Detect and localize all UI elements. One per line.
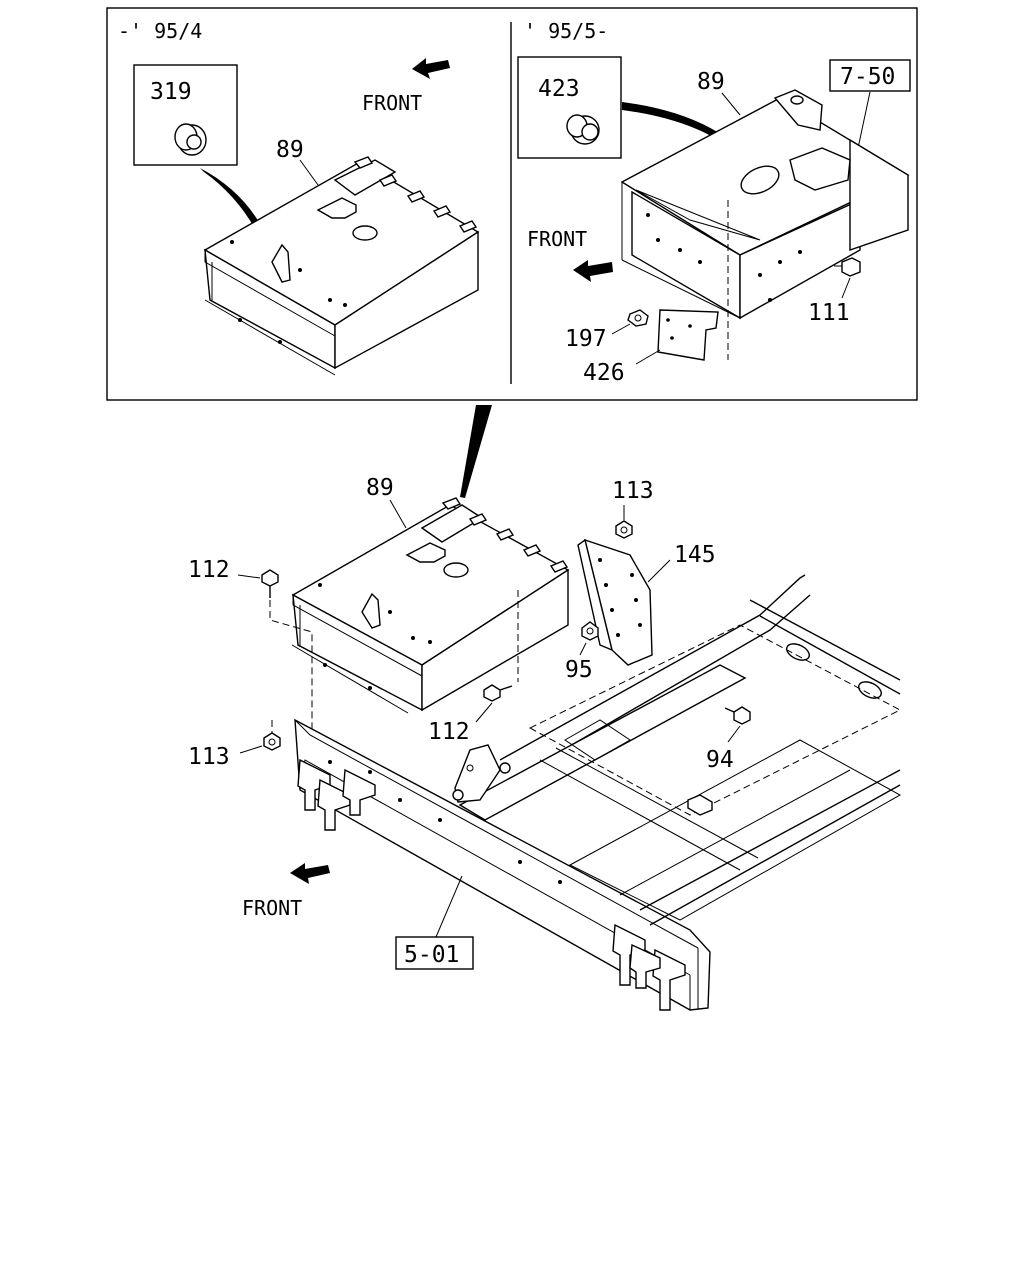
grommet-icon bbox=[566, 114, 600, 145]
leader-113-left bbox=[239, 745, 263, 754]
plate-icon bbox=[657, 309, 719, 361]
period-label-left: -' 95/4 bbox=[118, 19, 202, 43]
part-label-89-right: 89 bbox=[697, 69, 725, 95]
bracket-145 bbox=[577, 538, 653, 666]
part-label-113-left: 113 bbox=[188, 744, 230, 770]
leader-111 bbox=[841, 277, 851, 299]
detail-box-319 bbox=[133, 64, 238, 166]
bolt-icon bbox=[724, 706, 751, 725]
part-label-89-left: 89 bbox=[276, 137, 304, 163]
leader-89-left bbox=[299, 159, 319, 186]
part-label-94: 94 bbox=[706, 747, 734, 773]
leader-5-01 bbox=[435, 875, 463, 938]
battery-box-right bbox=[620, 89, 910, 320]
ref-label-5-01: 5-01 bbox=[404, 942, 459, 968]
part-label-426: 426 bbox=[583, 360, 625, 386]
leader-89-right bbox=[721, 92, 741, 116]
chassis-frame bbox=[294, 574, 902, 1011]
nut-icon bbox=[615, 520, 633, 539]
nut-icon bbox=[263, 732, 281, 751]
front-arrow-icon bbox=[412, 58, 450, 79]
front-label-right: FRONT bbox=[527, 227, 587, 251]
part-label-423: 423 bbox=[538, 76, 580, 102]
grommet-icon bbox=[174, 123, 207, 156]
nut-icon bbox=[627, 309, 649, 327]
ref-box-5-01 bbox=[395, 936, 474, 970]
part-label-112-top: 112 bbox=[188, 557, 230, 583]
leader-112-top bbox=[237, 574, 261, 579]
leader-89-main bbox=[389, 499, 407, 529]
leader-swoosh-right bbox=[622, 102, 742, 154]
ref-box-7-50 bbox=[829, 59, 911, 92]
battery-box-main bbox=[291, 497, 570, 714]
leader-426 bbox=[635, 349, 661, 365]
part-label-113-top: 113 bbox=[612, 478, 654, 504]
front-label-main: FRONT bbox=[242, 896, 302, 920]
battery-box-left bbox=[203, 156, 480, 376]
ref-label-7-50: 7-50 bbox=[840, 64, 895, 90]
leader-95 bbox=[579, 642, 587, 656]
part-label-89-main: 89 bbox=[366, 475, 394, 501]
guide-dashed-left bbox=[269, 600, 313, 730]
leader-145 bbox=[647, 559, 671, 583]
bolt-icon bbox=[483, 684, 513, 702]
detail-box-423 bbox=[517, 56, 622, 159]
front-label-left: FRONT bbox=[362, 91, 422, 115]
inset-frame bbox=[106, 7, 918, 401]
part-label-111: 111 bbox=[808, 300, 850, 326]
part-label-112-bottom: 112 bbox=[428, 719, 470, 745]
part-label-319: 319 bbox=[150, 79, 192, 105]
front-arrow-icon bbox=[290, 863, 330, 884]
front-arrow-icon bbox=[573, 260, 613, 282]
leader-197 bbox=[611, 323, 631, 335]
bolt-icon bbox=[261, 569, 279, 598]
leader-swoosh-main bbox=[460, 405, 492, 498]
period-label-right: ' 95/5- bbox=[524, 19, 608, 43]
part-label-197: 197 bbox=[565, 326, 607, 352]
bolt-icon bbox=[834, 257, 861, 277]
nut-icon bbox=[581, 621, 599, 641]
leader-112-bottom bbox=[475, 702, 493, 723]
leader-94 bbox=[727, 725, 741, 743]
part-label-95: 95 bbox=[565, 657, 593, 683]
part-label-145: 145 bbox=[674, 542, 716, 568]
